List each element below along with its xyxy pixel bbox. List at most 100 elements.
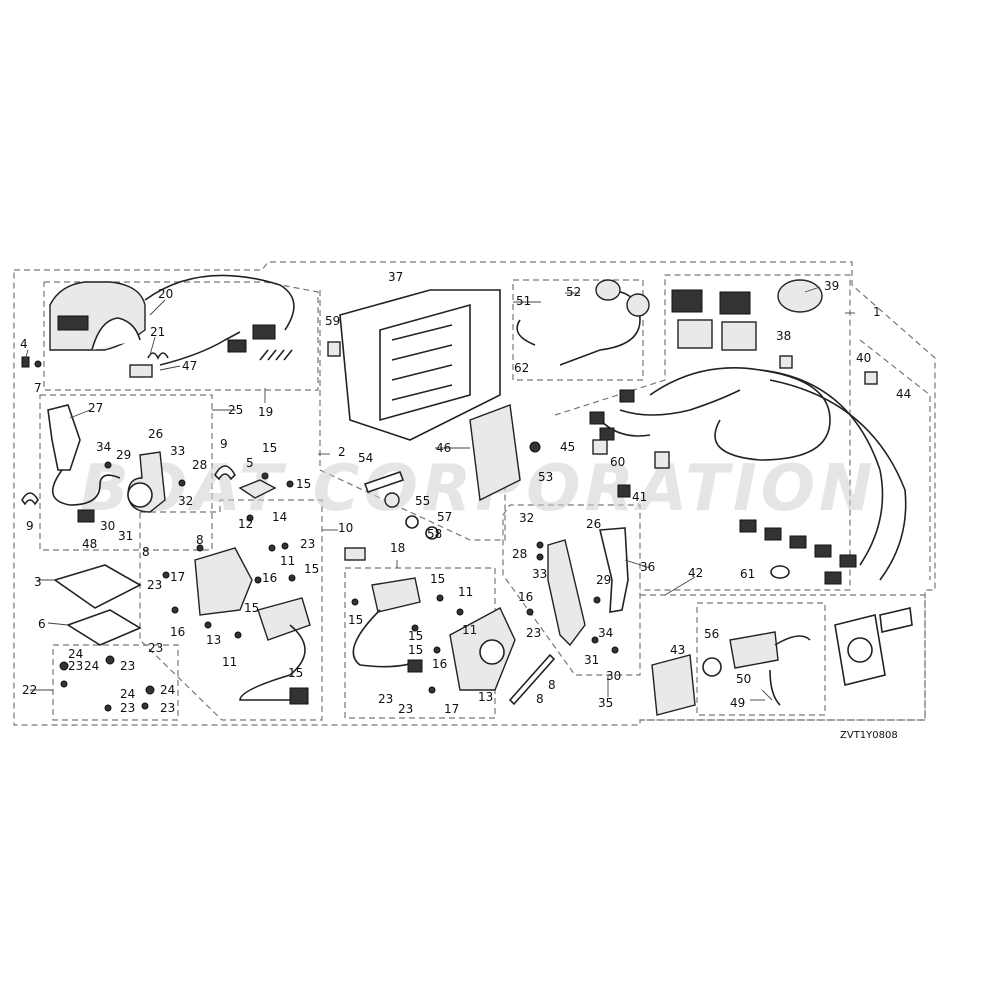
callout-26: 26 xyxy=(148,427,163,441)
callout-39: 39 xyxy=(824,279,839,293)
group-35-box xyxy=(502,504,641,676)
washer-57 xyxy=(405,515,419,529)
callout-15: 15 xyxy=(244,601,259,615)
callout-23: 23 xyxy=(147,578,162,592)
callout-17: 17 xyxy=(170,570,185,584)
callout-9: 9 xyxy=(26,519,34,533)
callout-5: 5 xyxy=(246,456,254,470)
callout-36: 36 xyxy=(640,560,655,574)
callout-1: 1 xyxy=(873,305,881,319)
callout-23: 23 xyxy=(148,641,163,655)
callout-30: 30 xyxy=(100,519,115,533)
cover-plate-3 xyxy=(53,564,142,609)
clip-59 xyxy=(327,341,341,357)
callout-24: 24 xyxy=(68,647,83,661)
remote-control-cover xyxy=(49,281,146,351)
callout-8: 8 xyxy=(536,692,544,706)
callout-37: 37 xyxy=(388,270,403,284)
nut-56 xyxy=(702,657,722,677)
callout-35: 35 xyxy=(598,696,613,710)
connector-18b xyxy=(407,659,423,673)
callout-34: 34 xyxy=(96,440,111,454)
callout-23: 23 xyxy=(68,659,83,673)
cap-52a xyxy=(595,279,621,301)
callout-48: 48 xyxy=(82,537,97,551)
harness-19-wire xyxy=(144,274,295,331)
hardware-small xyxy=(59,461,619,712)
connector-38 xyxy=(779,355,793,369)
screw-7 xyxy=(34,360,42,368)
callout-26: 26 xyxy=(586,517,601,531)
leader-lines xyxy=(24,286,855,701)
callout-47: 47 xyxy=(182,359,197,373)
callout-18: 18 xyxy=(390,541,405,555)
callout-17: 17 xyxy=(444,702,459,716)
callout-51: 51 xyxy=(516,294,531,308)
clip-62 xyxy=(516,319,536,346)
callout-22: 22 xyxy=(22,683,37,697)
bolt-54 xyxy=(363,470,405,494)
callout-15: 15 xyxy=(408,643,423,657)
connector-41 xyxy=(617,484,631,498)
callout-13: 13 xyxy=(478,690,493,704)
callout-24: 24 xyxy=(120,687,135,701)
terminal-set xyxy=(259,349,293,361)
callout-55: 55 xyxy=(415,494,430,508)
callout-9: 9 xyxy=(220,437,228,451)
group-2-box xyxy=(319,290,506,541)
callout-38: 38 xyxy=(776,329,791,343)
control-box-37 xyxy=(339,289,501,441)
bezel-42-hole xyxy=(847,637,873,663)
callout-23: 23 xyxy=(398,702,413,716)
connector-40 xyxy=(864,371,878,385)
callout-8: 8 xyxy=(142,545,150,559)
dial-13 xyxy=(479,639,505,665)
callout-57: 57 xyxy=(437,510,452,524)
plate-5 xyxy=(238,479,277,499)
callout-8: 8 xyxy=(196,533,204,547)
callout-14: 14 xyxy=(272,510,287,524)
callout-25: 25 xyxy=(228,403,243,417)
group-1-box xyxy=(554,274,851,591)
connector-47 xyxy=(129,364,153,378)
callout-49: 49 xyxy=(730,696,745,710)
group-22-box xyxy=(52,644,179,721)
callout-16: 16 xyxy=(170,625,185,639)
callout-23: 23 xyxy=(300,537,315,551)
unit-18 xyxy=(371,577,421,613)
group-49-box xyxy=(696,602,826,716)
housing-17 xyxy=(194,547,253,616)
callout-41: 41 xyxy=(632,490,647,504)
callout-56: 56 xyxy=(704,627,719,641)
callout-16: 16 xyxy=(518,590,533,604)
callout-28: 28 xyxy=(192,458,207,472)
plug-a xyxy=(227,339,247,353)
washer-58 xyxy=(425,526,439,540)
callout-40: 40 xyxy=(856,351,871,365)
callout-33: 33 xyxy=(170,444,185,458)
nut-55 xyxy=(384,492,400,508)
callout-19: 19 xyxy=(258,405,273,419)
callout-50: 50 xyxy=(736,672,751,686)
group-10-box xyxy=(139,499,323,721)
callout-44: 44 xyxy=(896,387,911,401)
callout-53: 53 xyxy=(538,470,553,484)
harness-10-wire xyxy=(239,624,306,701)
callout-23: 23 xyxy=(378,692,393,706)
ecu-46 xyxy=(469,404,521,502)
clip-61 xyxy=(770,565,790,579)
connector-48 xyxy=(77,509,95,523)
callout-33: 33 xyxy=(532,567,547,581)
callout-16: 16 xyxy=(432,657,447,671)
callout-15: 15 xyxy=(304,562,319,576)
gear-26 xyxy=(127,482,153,508)
callout-28: 28 xyxy=(512,547,527,561)
arm-26 xyxy=(547,539,586,647)
callout-10: 10 xyxy=(338,521,353,535)
harness-51-wire xyxy=(559,289,641,366)
callout-11: 11 xyxy=(458,585,473,599)
gasket-6 xyxy=(66,609,142,646)
callout-3: 3 xyxy=(34,575,42,589)
